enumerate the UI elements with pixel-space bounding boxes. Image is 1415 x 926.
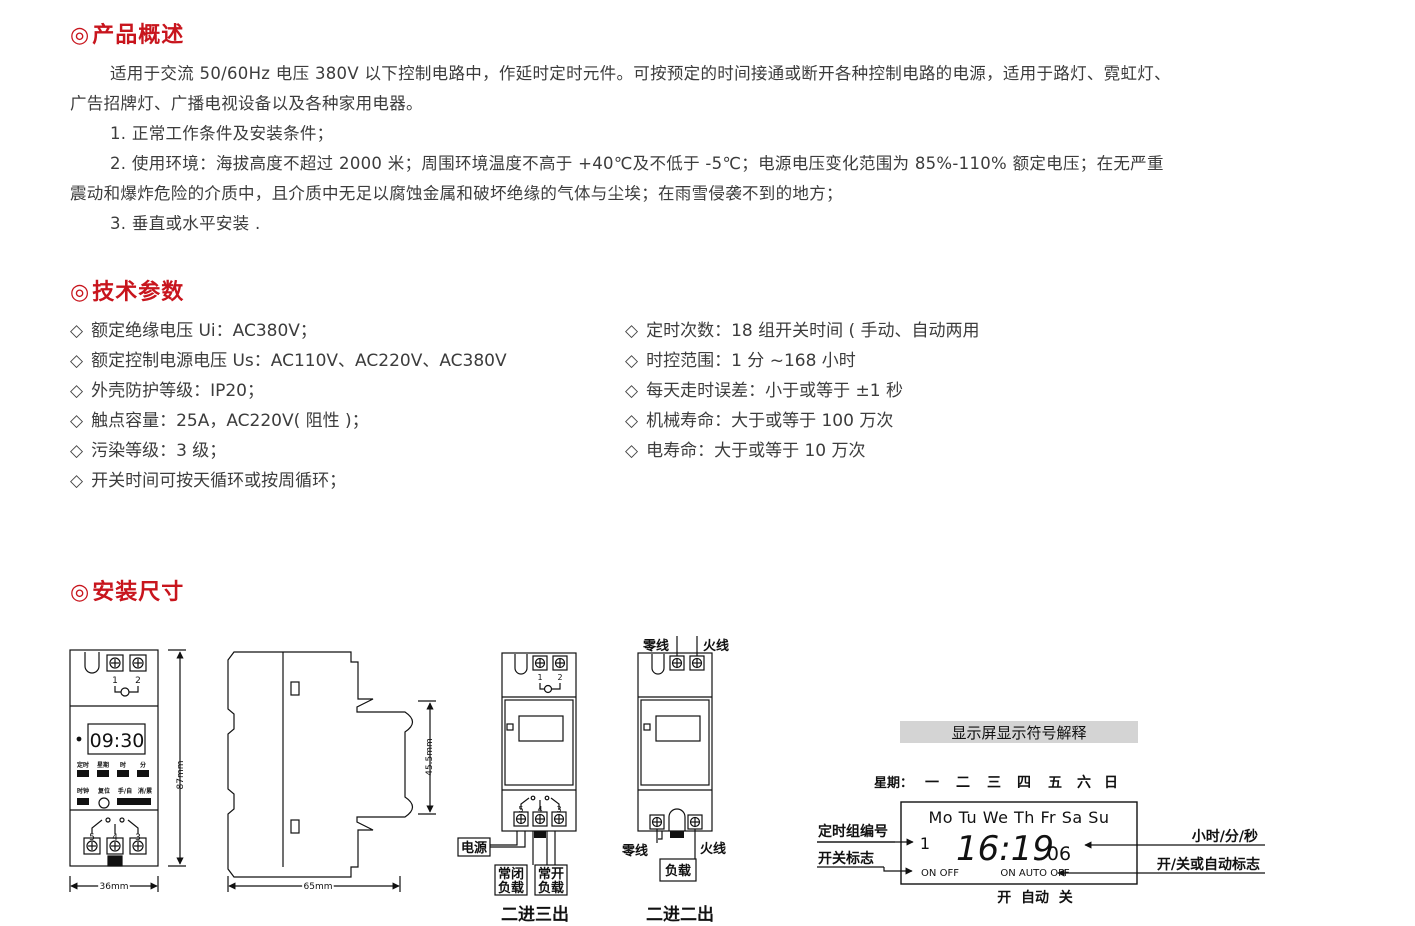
param-item: ◇定时次数：18 组开关时间 ( 手动、自动两用 [625, 321, 980, 341]
wiring-a-term-3: 3 [556, 805, 561, 814]
side-height-dim: 45.5mm [425, 738, 435, 776]
wiring-diagram-two-out [637, 636, 713, 882]
front-btn-label: 定时 [76, 761, 89, 769]
legend-title-bar [900, 721, 1138, 743]
params-left-list: ◇额定绝缘电压 Ui：AC380V； ◇额定控制电源电压 Us：AC110V、A… [70, 316, 507, 496]
legend-week-day: 日 [1104, 775, 1118, 791]
overview-title: ◎产品概述 [70, 23, 185, 48]
param-item: ◇开关时间可按天循环或按周循环； [70, 471, 347, 491]
wiring-b-live-bottom: 火线 [700, 841, 726, 857]
wiring-a-no-label-2: 负载 [538, 880, 564, 896]
legend-week-day: 二 [956, 775, 970, 791]
front-btn-label: 分 [140, 761, 146, 769]
front-term-3: 3 [135, 833, 141, 843]
wiring-b-neutral-bottom: 零线 [621, 843, 648, 859]
wiring-a-caption: 二进三出 [501, 904, 569, 925]
overview-item-1: 1. 正常工作条件及安装条件； [110, 124, 334, 143]
wiring-a-power-label: 电源 [461, 840, 487, 856]
param-item: ◇机械寿命：大于或等于 100 万次 [625, 411, 894, 431]
wiring-a-no-label-1: 常开 [538, 866, 564, 882]
wiring-a-nc-label-2: 负载 [498, 880, 524, 896]
wiring-a-term-5: 5 [518, 805, 523, 814]
wiring-a-term-2: 2 [557, 673, 562, 682]
front-btn-label: 复位 [97, 787, 110, 795]
param-item: ◇污染等级：3 级； [70, 441, 227, 461]
front-btn-label: 时 [120, 761, 126, 769]
param-item: ◇额定绝缘电压 Ui：AC380V； [70, 321, 317, 341]
overview-line-1: 适用于交流 50/60Hz 电压 380V 以下控制电路中，作延时定时元件。可按… [110, 64, 1171, 83]
overview-line-2: 广告招牌灯、广播电视设备以及各种家用电器。 [70, 94, 423, 113]
front-btn-label: 星期 [97, 761, 109, 769]
wiring-b-load-label: 负载 [665, 863, 691, 879]
front-term-2: 2 [135, 676, 141, 686]
lcd-on-off: ON OFF [921, 868, 959, 879]
lcd-on-auto-off: ON AUTO OFF [1000, 868, 1069, 879]
legend-bottom-labels: 开 自动 关 [997, 889, 1073, 906]
front-btn-label: 时钟 [77, 787, 89, 795]
legend-week-label: 星期： [874, 776, 913, 791]
legend-label-mode: 开/关或自动标志 [1157, 856, 1260, 873]
legend-week-day: 五 [1048, 775, 1062, 791]
param-item: ◇每天走时误差：小于或等于 ±1 秒 [625, 381, 903, 401]
lcd-time-seconds: 06 [1047, 843, 1071, 865]
front-width-dim: 36mm [100, 882, 129, 892]
front-btn-label: 消/累 [138, 787, 152, 795]
front-term-5: 5 [89, 833, 95, 843]
overview-item-2b: 震动和爆炸危险的介质中，且介质中无足以腐蚀金属和破坏绝缘的气体与尘埃；在雨雪侵袭… [70, 184, 843, 203]
legend-week-day: 一 [925, 775, 939, 791]
wiring-a-term-1: 1 [537, 673, 542, 682]
wiring-a-term-4: 4 [537, 805, 542, 814]
overview-text: 适用于交流 50/60Hz 电压 380V 以下控制电路中，作延时定时元件。可按… [70, 59, 1360, 239]
legend-leader-lines [817, 838, 1265, 877]
front-btn-label: 手/自 [118, 787, 132, 795]
wiring-b-neutral-top: 零线 [642, 638, 669, 654]
legend-week-day: 三 [987, 775, 1001, 791]
wiring-b-caption: 二进二出 [646, 904, 714, 925]
params-right-list: ◇定时次数：18 组开关时间 ( 手动、自动两用 ◇时控范围：1 分 ~168 … [625, 316, 980, 466]
lcd-screen [900, 801, 1138, 885]
legend-label-switch: 开关标志 [818, 850, 874, 867]
lcd-time-main: 16:19 [956, 829, 1054, 869]
wiring-diagram-three-out [457, 652, 577, 896]
overview-item-3: 3. 垂直或水平安装 . [110, 214, 261, 233]
front-view-drawing [69, 649, 186, 892]
param-item: ◇触点容量：25A，AC220V( 阻性 )； [70, 411, 369, 431]
param-item: ◇外壳防护等级：IP20； [70, 381, 264, 401]
lcd-weekdays: Mo Tu We Th Fr Sa Su [928, 808, 1109, 827]
front-height-dim: 87mm [176, 761, 186, 790]
overview-item-2a: 2. 使用环境：海拔高度不超过 2000 米；周围环境温度不高于 +40℃及不低… [110, 154, 1164, 173]
legend-label-hms: 小时/分/秒 [1192, 828, 1258, 845]
legend-label-group: 定时组编号 [818, 823, 888, 840]
legend-week-day: 六 [1077, 774, 1091, 791]
install-dimensions-title: ◎安装尺寸 [70, 580, 185, 605]
front-term-1: 1 [112, 676, 118, 686]
wiring-b-live-top: 火线 [703, 638, 729, 654]
tech-params-title: ◎技术参数 [70, 280, 185, 305]
param-item: ◇时控范围：1 分 ~168 小时 [625, 351, 856, 371]
legend-week-day: 四 [1017, 775, 1031, 791]
side-view-drawing [227, 651, 436, 892]
lcd-group-number: 1 [920, 834, 930, 853]
wiring-a-nc-label-1: 常闭 [498, 866, 524, 882]
legend-title: 显示屏显示符号解释 [951, 724, 1086, 742]
param-item: ◇电寿命：大于或等于 10 万次 [625, 441, 866, 461]
front-term-4: 4 [112, 833, 118, 843]
side-width-dim: 65mm [304, 882, 333, 892]
param-item: ◇额定控制电源电压 Us：AC110V、AC220V、AC380V [70, 351, 507, 371]
front-display-time: 09:30 [90, 730, 145, 752]
